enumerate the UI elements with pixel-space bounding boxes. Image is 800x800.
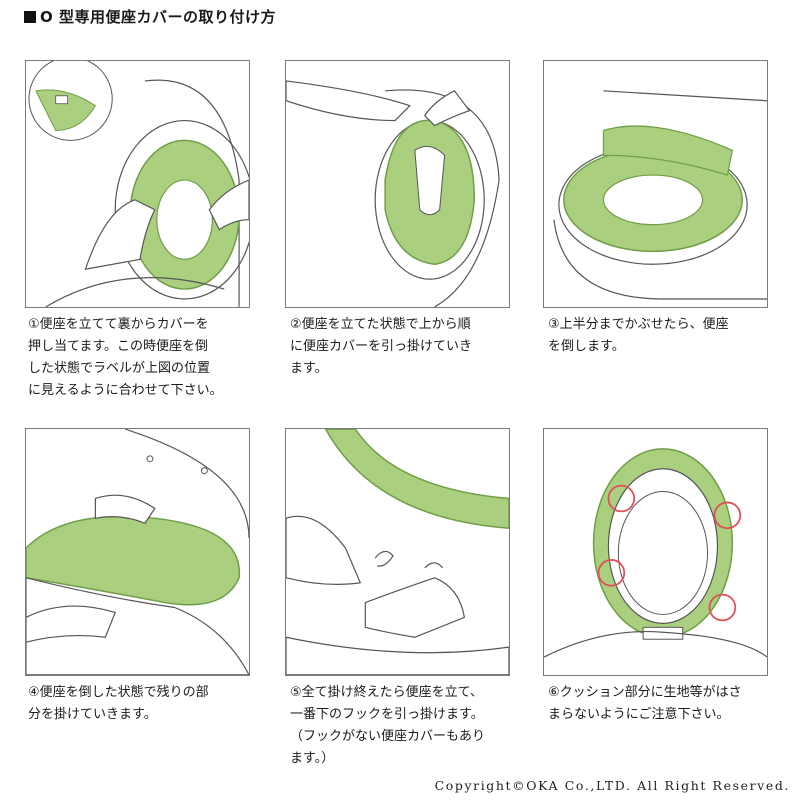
step-1-caption: ①便座を立てて裏からカバーを 押し当てます。この時便座を倒 した状態でラベルが上… [28,317,223,398]
step-3-illustration [543,60,768,308]
step-5-caption: ⑤全て掛け終えたら便座を立て、 一番下のフックを引っ掛けます。 （フックがない便… [290,685,486,766]
square-bullet-icon [24,10,36,23]
step-3-caption: ③上半分までかぶせたら、便座 を倒します。 [548,317,729,354]
step-1-illustration [25,60,250,308]
step-5-illustration [285,428,510,676]
step-4-illustration [25,428,250,676]
step-2-caption: ②便座を立てた状態で上から順 に便座カバーを引っ掛けていき ます。 [290,317,473,376]
step-6-caption: ⑥クッション部分に生地等がはさ まらないようにご注意下さい。 [548,685,742,722]
step-4-caption: ④便座を倒した状態で残りの部 分を掛けていきます。 [28,685,209,722]
step-6-illustration [543,428,768,676]
page-title: O 型専用便座カバーの取り付け方 [24,6,276,27]
page-title-text: O 型専用便座カバーの取り付け方 [40,8,276,26]
copyright-text: Copyright©OKA Co.,LTD. All Right Reserve… [434,778,790,793]
step-2-illustration [285,60,510,308]
